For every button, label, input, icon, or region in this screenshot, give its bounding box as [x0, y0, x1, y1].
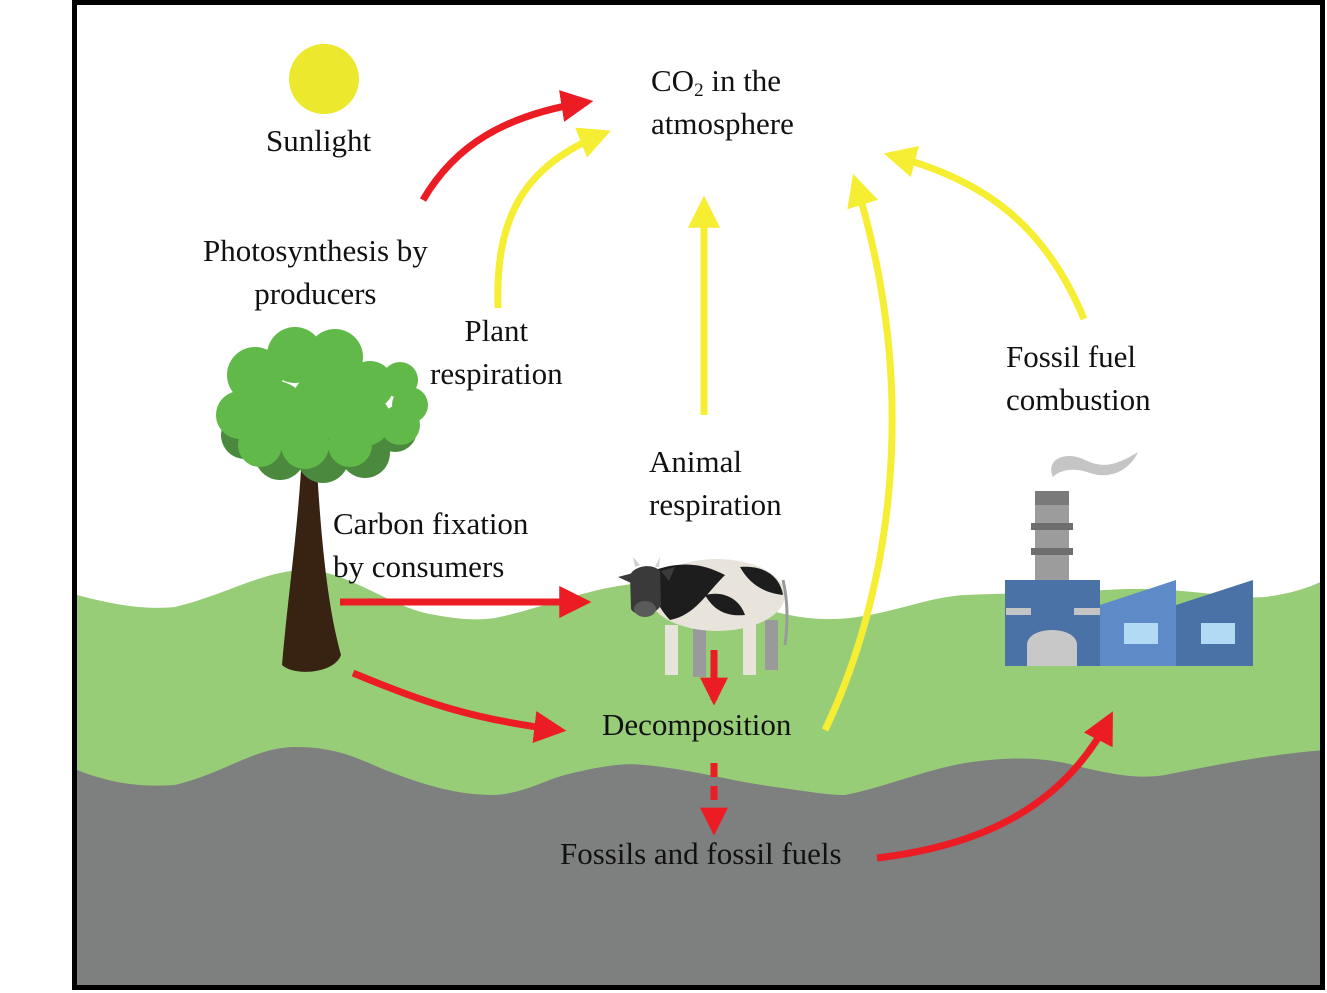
cow-icon	[618, 557, 789, 677]
co2-atmosphere-label: CO2 in the atmosphere	[651, 59, 794, 145]
carbon-fixation-line-1: Carbon fixation	[333, 506, 529, 541]
fossil-combustion-arrow	[883, 145, 1088, 321]
fossil-combustion-line-2: combustion	[1006, 382, 1151, 417]
animal-respiration-line-2: respiration	[649, 487, 782, 522]
diagram-frame: Sunlight CO2 in the atmosphere Photosynt…	[72, 0, 1325, 990]
fossil-extraction-arrow	[876, 711, 1114, 862]
plant-respiration-label: Plant respiration	[430, 309, 563, 395]
photosynthesis-line-2: producers	[254, 276, 377, 311]
factory-icon	[1005, 452, 1253, 666]
animal-respiration-label: Animal respiration	[649, 440, 782, 526]
sunlight-label: Sunlight	[266, 119, 371, 162]
carbon-fixation-line-2: by consumers	[333, 549, 505, 584]
decomposition-label: Decomposition	[602, 703, 791, 746]
decomposition-text: Decomposition	[602, 707, 792, 742]
ground-layer	[77, 747, 1320, 985]
fossils-text: Fossils and fossil fuels	[560, 836, 842, 871]
tree-decomposition-arrow	[351, 669, 567, 743]
plant-respiration-line-2: respiration	[430, 356, 563, 391]
co2-line-2: atmosphere	[651, 106, 794, 141]
fossils-label: Fossils and fossil fuels	[560, 832, 842, 875]
co2-subscript: 2	[694, 80, 704, 101]
carbon-cycle-scene	[77, 44, 1320, 985]
fossil-combustion-label: Fossil fuel combustion	[1006, 335, 1151, 421]
sunlight-text: Sunlight	[266, 123, 372, 158]
co2-prefix: CO	[651, 63, 695, 98]
photosynthesis-arrow	[419, 90, 594, 202]
carbon-fixation-label: Carbon fixation by consumers	[333, 502, 528, 588]
sun-icon	[289, 44, 359, 114]
co2-line-1: CO2 in the	[651, 59, 794, 102]
fossil-combustion-line-1: Fossil fuel	[1006, 339, 1137, 374]
photosynthesis-label: Photosynthesis by producers	[203, 229, 428, 315]
animal-respiration-line-1: Animal	[649, 444, 742, 479]
tree-icon	[216, 327, 428, 672]
plant-respiration-arrow	[494, 127, 611, 309]
photosynthesis-line-1: Photosynthesis by	[203, 233, 428, 268]
plant-respiration-line-1: Plant	[464, 313, 529, 348]
decomposition-release-arrow	[821, 173, 896, 732]
co2-suffix: in the	[703, 63, 782, 98]
